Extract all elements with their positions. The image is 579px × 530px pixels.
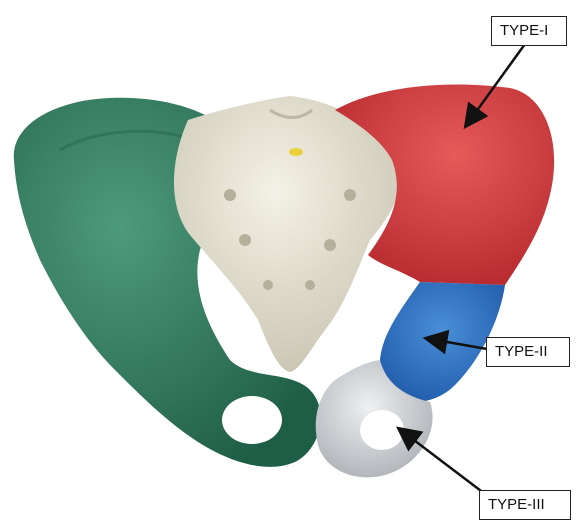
type1-label: TYPE-I xyxy=(491,16,567,46)
yellow-marker xyxy=(289,148,303,156)
obturator-foramen-left xyxy=(222,396,282,444)
type2-label: TYPE-II xyxy=(486,337,570,367)
obturator-foramen-right xyxy=(360,410,404,450)
type3-label: TYPE-III xyxy=(479,490,571,520)
arrow-type3 xyxy=(402,431,489,497)
